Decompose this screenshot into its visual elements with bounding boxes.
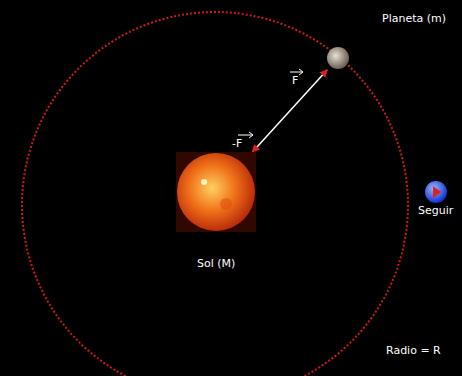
radius-label: Radio = R [386,344,441,357]
node-label: Seguir [418,204,453,217]
node-label: Planeta (m) [382,12,446,25]
force-line [252,70,327,152]
node-label: Sol (M) [197,257,235,270]
force-label: -F [232,137,242,150]
planet-node: Planeta (m) [326,46,350,70]
sun-art [176,152,256,232]
orbit-circle [22,12,408,376]
follow-button: Seguir [414,180,458,206]
sun-node: Sol (M) [176,152,256,232]
button-art [414,180,458,206]
planet-art [326,46,350,70]
force-vector-arrows [238,69,303,138]
force-label: F [292,74,298,87]
